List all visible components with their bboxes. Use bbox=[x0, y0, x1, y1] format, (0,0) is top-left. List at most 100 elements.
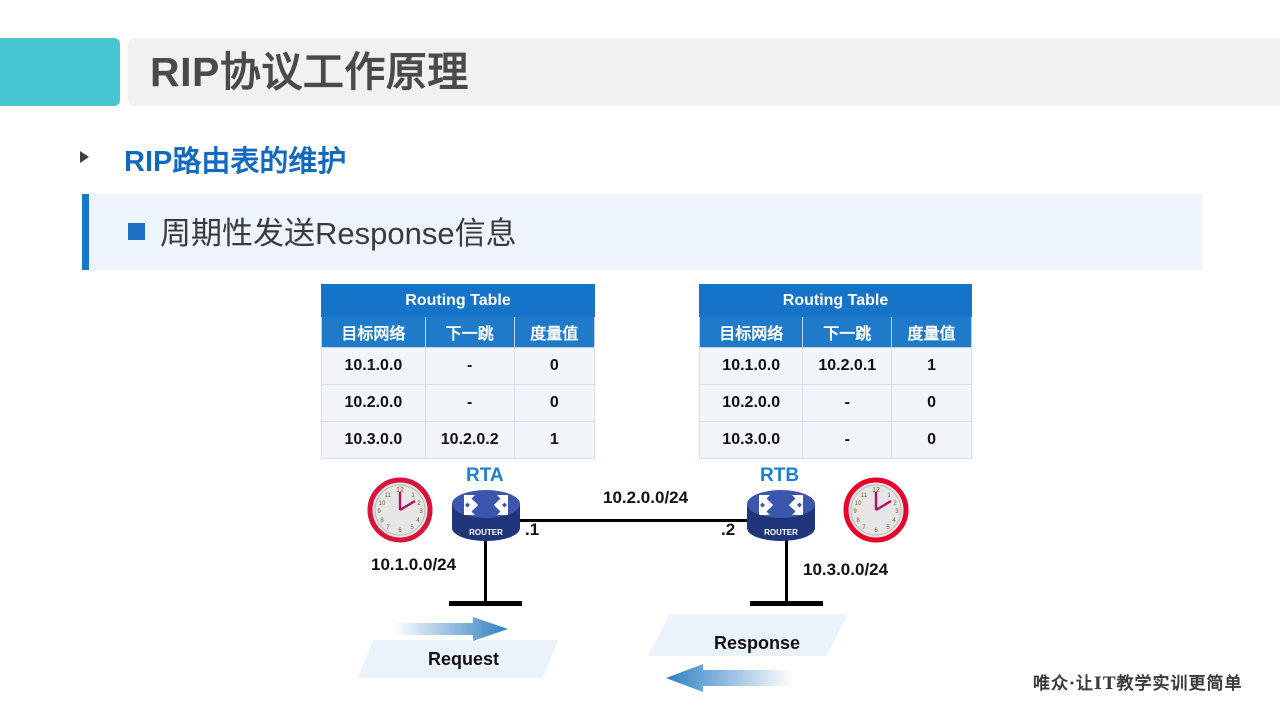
section-title: RIP路由表的维护 bbox=[124, 146, 347, 178]
table-header-row: 目标网络 下一跳 度量值 bbox=[321, 316, 596, 348]
svg-text:4: 4 bbox=[416, 518, 420, 524]
svg-text:2: 2 bbox=[893, 501, 897, 507]
cell-metric: 1 bbox=[513, 421, 596, 459]
table-row: 10.3.0.0 10.2.0.2 1 bbox=[321, 421, 596, 459]
table-row: 10.2.0.0 - 0 bbox=[698, 384, 972, 422]
cell-nexthop: - bbox=[802, 421, 893, 459]
column-header-destination: 目标网络 bbox=[321, 316, 426, 348]
column-header-nexthop: 下一跳 bbox=[424, 316, 515, 348]
svg-text:12: 12 bbox=[396, 487, 404, 494]
svg-text:9: 9 bbox=[853, 509, 857, 515]
cell-nexthop: - bbox=[802, 384, 893, 422]
cell-nexthop: - bbox=[424, 347, 515, 385]
column-header-nexthop: 下一跳 bbox=[802, 316, 893, 348]
svg-text:10: 10 bbox=[379, 501, 386, 507]
table-row: 10.3.0.0 - 0 bbox=[698, 421, 972, 459]
svg-text:6: 6 bbox=[874, 528, 878, 534]
svg-text:4: 4 bbox=[892, 518, 896, 524]
svg-text:3: 3 bbox=[895, 509, 899, 515]
router-icon: ROUTER bbox=[747, 490, 815, 541]
cell-destination: 10.2.0.0 bbox=[698, 384, 804, 422]
svg-text:9: 9 bbox=[377, 509, 381, 515]
svg-text:1: 1 bbox=[887, 493, 891, 499]
table-row: 10.1.0.0 10.2.0.1 1 bbox=[698, 347, 972, 385]
cell-metric: 0 bbox=[513, 384, 596, 422]
cell-metric: 0 bbox=[891, 384, 972, 422]
cell-destination: 10.1.0.0 bbox=[698, 347, 804, 385]
request-banner-shape bbox=[358, 640, 558, 678]
arrow-left-icon bbox=[666, 664, 793, 692]
clock-icon: 12 1 2 3 4 5 6 7 8 9 10 11 bbox=[843, 477, 909, 543]
bullet-panel: 周期性发送Response信息 bbox=[82, 194, 1202, 270]
router-icon-caption: ROUTER bbox=[764, 528, 798, 537]
router-label-rta: RTA bbox=[466, 465, 504, 486]
svg-text:10: 10 bbox=[855, 501, 862, 507]
arrow-right-icon bbox=[393, 617, 508, 641]
table-row: 10.1.0.0 - 0 bbox=[321, 347, 596, 385]
svg-text:1: 1 bbox=[411, 493, 415, 499]
svg-text:2: 2 bbox=[417, 501, 421, 507]
cell-metric: 0 bbox=[513, 347, 596, 385]
table-header-row: 目标网络 下一跳 度量值 bbox=[698, 316, 972, 348]
svg-text:5: 5 bbox=[886, 525, 890, 531]
rtb-lan-network-label: 10.3.0.0/24 bbox=[803, 560, 889, 579]
table-title: Routing Table bbox=[699, 284, 972, 317]
cell-destination: 10.3.0.0 bbox=[321, 421, 426, 459]
cell-destination: 10.1.0.0 bbox=[321, 347, 426, 385]
bullet-text: 周期性发送Response信息 bbox=[160, 216, 517, 251]
cell-destination: 10.2.0.0 bbox=[321, 384, 426, 422]
svg-text:11: 11 bbox=[385, 493, 392, 499]
svg-text:6: 6 bbox=[398, 528, 402, 534]
request-label: Request bbox=[428, 649, 500, 669]
trunk-link-line bbox=[518, 519, 748, 522]
table-title-row: Routing Table bbox=[699, 284, 972, 317]
footer-brand: 唯众·让IT教学实训更简单 bbox=[1033, 674, 1243, 694]
cell-destination: 10.3.0.0 bbox=[698, 421, 804, 459]
svg-text:7: 7 bbox=[862, 525, 866, 531]
response-label: Response bbox=[714, 633, 801, 653]
triangle-right-icon bbox=[80, 151, 89, 163]
rta-lan-network-label: 10.1.0.0/24 bbox=[371, 555, 457, 574]
response-banner-shape bbox=[648, 614, 848, 656]
svg-text:3: 3 bbox=[419, 509, 423, 515]
routing-table-rta: Routing Table 目标网络 下一跳 度量值 10.1.0.0 - 0 … bbox=[321, 284, 596, 459]
router-icon-caption: ROUTER bbox=[469, 528, 503, 537]
svg-text:8: 8 bbox=[380, 518, 384, 524]
svg-text:5: 5 bbox=[410, 525, 414, 531]
column-header-metric: 度量值 bbox=[513, 316, 596, 348]
cell-metric: 0 bbox=[891, 421, 972, 459]
header-bar bbox=[128, 38, 1280, 106]
rtb-lan-segment bbox=[750, 601, 823, 606]
header-accent-block bbox=[0, 38, 120, 106]
response-banner bbox=[648, 614, 848, 692]
table-row: 10.2.0.0 - 0 bbox=[321, 384, 596, 422]
page-title: RIP协议工作原理 bbox=[150, 49, 469, 95]
cell-nexthop: - bbox=[424, 384, 515, 422]
cell-nexthop: 10.2.0.1 bbox=[802, 347, 893, 385]
svg-text:7: 7 bbox=[386, 525, 390, 531]
network-diagram: 12 1 2 3 4 5 6 7 8 9 10 11 12 1 2 3 4 5 … bbox=[0, 455, 1280, 625]
routing-table-rtb: Routing Table 目标网络 下一跳 度量值 10.1.0.0 10.2… bbox=[698, 284, 972, 459]
rtb-lan-drop-line bbox=[785, 540, 788, 603]
svg-text:11: 11 bbox=[861, 493, 868, 499]
header-band bbox=[0, 38, 1280, 106]
clock-icon: 12 1 2 3 4 5 6 7 8 9 10 11 bbox=[367, 477, 433, 543]
svg-text:12: 12 bbox=[872, 487, 880, 494]
cell-metric: 1 bbox=[891, 347, 972, 385]
column-header-metric: 度量值 bbox=[891, 316, 972, 348]
rta-lan-drop-line bbox=[484, 540, 487, 603]
section-heading: RIP路由表的维护 bbox=[80, 138, 780, 180]
trunk-network-label: 10.2.0.0/24 bbox=[603, 488, 689, 507]
column-header-destination: 目标网络 bbox=[698, 316, 804, 348]
router-label-rtb: RTB bbox=[760, 465, 800, 486]
rta-lan-segment bbox=[449, 601, 522, 606]
cell-nexthop: 10.2.0.2 bbox=[424, 421, 515, 459]
square-bullet-icon bbox=[128, 223, 145, 240]
svg-text:8: 8 bbox=[856, 518, 860, 524]
rta-interface-label: .1 bbox=[525, 520, 540, 539]
rtb-interface-label: .2 bbox=[721, 520, 736, 539]
table-title-row: Routing Table bbox=[321, 284, 595, 317]
bullet-accent-bar bbox=[82, 194, 89, 270]
table-title: Routing Table bbox=[321, 284, 595, 317]
request-banner bbox=[358, 617, 558, 678]
